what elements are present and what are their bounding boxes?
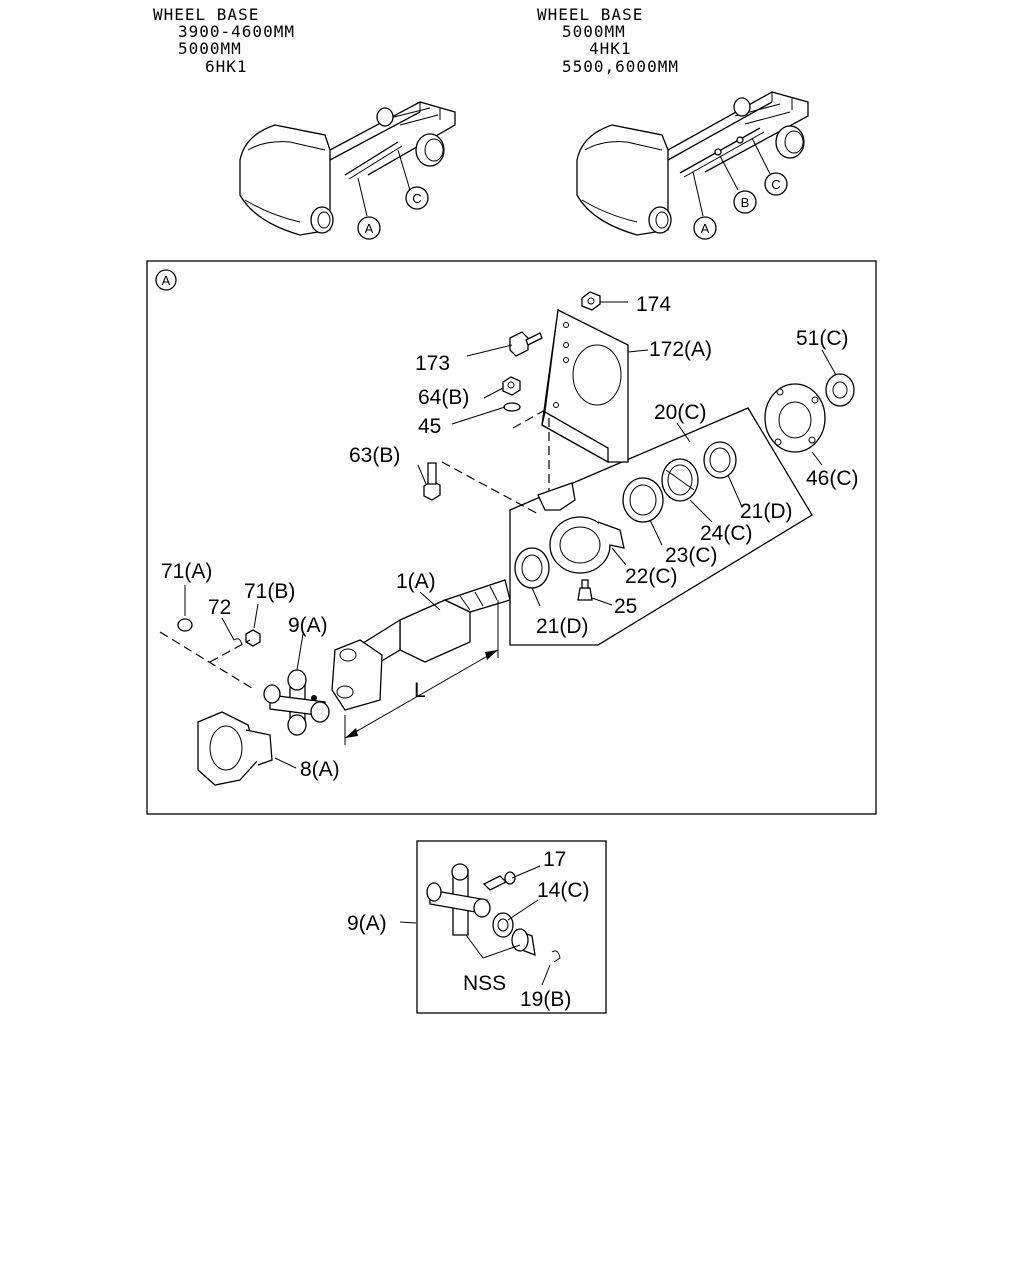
label-172a: 172(A): [649, 338, 712, 361]
detail-a-marker: A: [162, 273, 171, 288]
label-46c: 46(C): [806, 467, 859, 490]
sleeve-24c: [661, 458, 699, 502]
seal-21d-lower: [514, 547, 550, 589]
spec-right-title: WHEEL BASE: [537, 5, 643, 24]
detail-9a-illustration: [399, 863, 561, 986]
callout-c-left: C: [412, 191, 421, 206]
label-19b: 19(B): [520, 988, 571, 1011]
label-20c: 20(C): [654, 401, 707, 424]
label-l: L: [414, 679, 426, 702]
washer-71a: [177, 618, 193, 632]
label-21d-lower: 21(D): [536, 615, 589, 638]
nut-51c: [825, 373, 855, 407]
label-51c: 51(C): [796, 327, 849, 350]
seal-21d-upper: [703, 441, 737, 479]
bolt-63b: [423, 462, 441, 501]
flange-46c: [764, 383, 826, 453]
dimension-l: [344, 600, 499, 745]
label-24c: 24(C): [700, 522, 753, 545]
spec-right-line3: 5500,6000MM: [562, 57, 679, 76]
detail-9a-frame: [416, 840, 607, 1014]
label-72: 72: [208, 596, 231, 619]
nut-174: [581, 291, 601, 311]
label-22c: 22(C): [625, 565, 678, 588]
label-23c: 23(C): [665, 544, 718, 567]
shaft-1a: [359, 579, 511, 669]
callout-a-left: A: [365, 221, 374, 236]
label-71b: 71(B): [244, 580, 295, 603]
label-173: 173: [415, 352, 450, 375]
detail-a-leaders: [184, 301, 837, 769]
spec-left-title: WHEEL BASE: [153, 5, 259, 24]
universal-joint-9a: [263, 669, 330, 736]
label-45: 45: [418, 415, 441, 438]
spec-right-line1: 5000MM: [562, 22, 626, 41]
callout-a-right: A: [701, 221, 710, 236]
label-174: 174: [636, 293, 671, 316]
label-nss: NSS: [463, 972, 506, 995]
label-21d-upper: 21(D): [740, 500, 793, 523]
callout-b-right: B: [741, 195, 750, 210]
label-63b: 63(B): [349, 444, 400, 467]
label-14c: 14(C): [537, 879, 590, 902]
flange-yoke-8a: [197, 711, 273, 786]
center-bearing-22c: [537, 482, 625, 574]
truck-right-illustration: A B C: [576, 91, 809, 240]
detail-a-labels: 174 173 172(A) 64(B) 45 63(B) 20(C) 51(C…: [161, 293, 859, 781]
nut-71b: [245, 629, 261, 647]
callout-c-right: C: [771, 177, 780, 192]
label-8a: 8(A): [300, 758, 340, 781]
label-9a: 9(A): [288, 614, 328, 637]
washer-45: [503, 402, 521, 412]
truck-left-illustration: A C: [239, 101, 456, 240]
spec-left-line1: 3900-4600MM: [178, 22, 295, 41]
clip-72: [233, 638, 243, 646]
bearing-23c: [622, 477, 664, 523]
label-17: 17: [543, 848, 566, 871]
label-9a-main: 9(A): [347, 912, 387, 935]
detail-a-frame: [146, 260, 877, 815]
spec-left: WHEEL BASE 3900-4600MM 5000MM 6HK1: [153, 5, 295, 76]
bolt-173: [509, 331, 543, 357]
detail-9a-labels: 9(A) 17 14(C) NSS 19(B): [347, 848, 590, 1011]
bearing-group-outline: [509, 407, 813, 646]
nut-64b: [502, 376, 521, 396]
spec-left-line3: 6HK1: [205, 57, 248, 76]
spec-left-line2: 5000MM: [178, 39, 242, 58]
yoke: [331, 639, 383, 711]
spec-right: WHEEL BASE 5000MM 4HK1 5500,6000MM: [537, 5, 679, 76]
grease-nipple-25: [577, 579, 593, 601]
bracket-172a: [541, 309, 629, 464]
label-1a: 1(A): [396, 570, 436, 593]
label-64b: 64(B): [418, 386, 469, 409]
spec-right-line2: 4HK1: [589, 39, 632, 58]
label-71a: 71(A): [161, 560, 212, 583]
label-25: 25: [614, 595, 637, 618]
